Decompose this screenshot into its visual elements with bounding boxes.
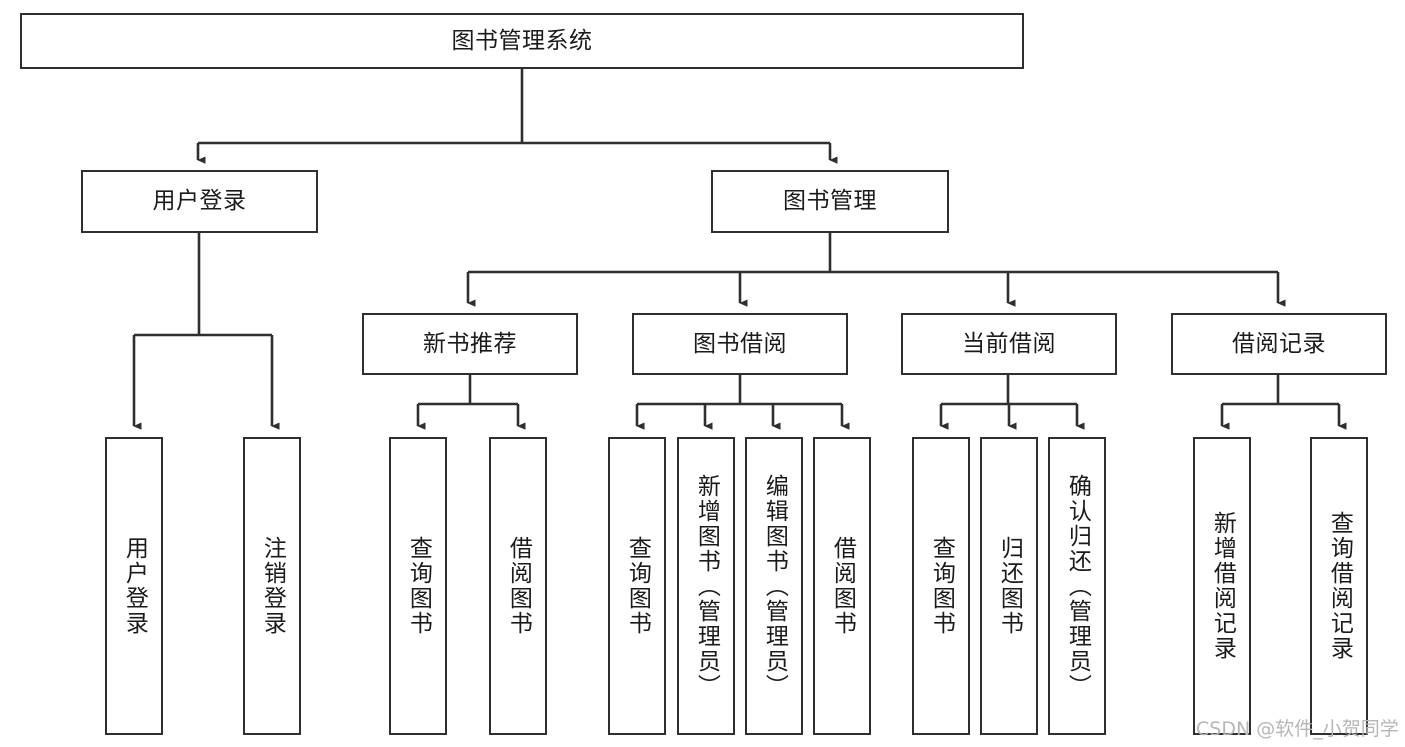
leaf-book-borrow-edit[interactable]: 编辑图书（管理员）	[745, 437, 803, 735]
leaf-book-borrow-borrow[interactable]: 借阅图书	[813, 437, 871, 735]
node-current-borrow[interactable]: 当前借阅	[901, 313, 1117, 375]
node-label: 注销登录	[259, 536, 286, 636]
node-label: 编辑图书（管理员）	[761, 473, 788, 699]
node-label: 新增借阅记录	[1209, 511, 1236, 661]
node-borrow-record[interactable]: 借阅记录	[1171, 313, 1387, 375]
node-label: 查询图书	[624, 536, 651, 636]
node-label: 查询图书	[928, 536, 955, 636]
node-label: 用户登录	[152, 188, 247, 215]
node-book-management[interactable]: 图书管理	[711, 170, 949, 233]
node-label: 查询图书	[405, 536, 432, 636]
node-root-system[interactable]: 图书管理系统	[20, 13, 1024, 69]
node-label: 当前借阅	[962, 330, 1056, 357]
leaf-new-book-query[interactable]: 查询图书	[389, 437, 447, 735]
node-label: 归还图书	[996, 536, 1023, 636]
node-label: 确认归还（管理员）	[1064, 473, 1091, 699]
watermark-text: CSDN @软件_小贺同学	[1196, 718, 1399, 740]
node-label: 新书推荐	[423, 330, 517, 357]
node-label: 图书管理	[783, 188, 877, 215]
node-label: 借阅记录	[1232, 330, 1326, 357]
leaf-current-borrow-return[interactable]: 归还图书	[980, 437, 1038, 735]
node-label: 图书管理系统	[451, 27, 593, 54]
node-label: 用户登录	[121, 536, 148, 636]
node-label: 新增图书（管理员）	[693, 473, 720, 699]
node-label: 查询借阅记录	[1326, 511, 1353, 661]
leaf-book-borrow-add[interactable]: 新增图书（管理员）	[677, 437, 735, 735]
node-label: 图书借阅	[693, 330, 787, 357]
node-new-book-recommend[interactable]: 新书推荐	[362, 313, 578, 375]
node-label: 借阅图书	[829, 536, 856, 636]
leaf-user-login-logout[interactable]: 注销登录	[243, 437, 301, 735]
leaf-current-borrow-confirm[interactable]: 确认归还（管理员）	[1048, 437, 1106, 735]
node-label: 借阅图书	[505, 536, 532, 636]
leaf-book-borrow-query[interactable]: 查询图书	[608, 437, 666, 735]
leaf-current-borrow-query[interactable]: 查询图书	[912, 437, 970, 735]
node-user-login[interactable]: 用户登录	[81, 170, 318, 233]
node-book-borrow[interactable]: 图书借阅	[632, 313, 848, 375]
leaf-new-book-borrow[interactable]: 借阅图书	[489, 437, 547, 735]
leaf-user-login-login[interactable]: 用户登录	[105, 437, 163, 735]
leaf-borrow-record-query[interactable]: 查询借阅记录	[1310, 437, 1368, 735]
leaf-borrow-record-add[interactable]: 新增借阅记录	[1193, 437, 1251, 735]
